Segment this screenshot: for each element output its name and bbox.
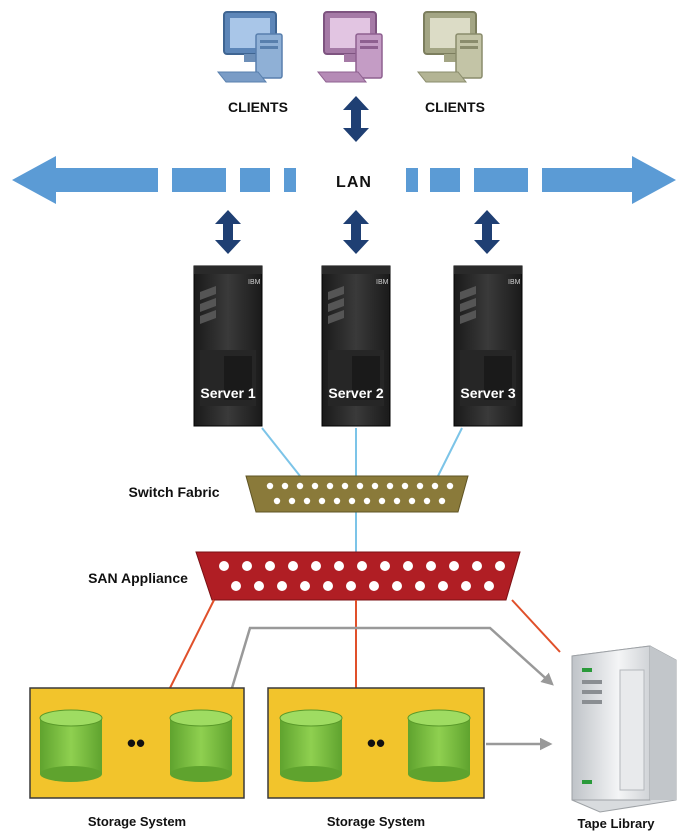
tape-library-label: Tape Library — [577, 816, 655, 831]
backup-paths — [230, 626, 554, 751]
ibm-logo: IBM — [508, 279, 521, 286]
client-computer-3 — [416, 11, 483, 83]
client-computer-2 — [316, 11, 383, 83]
clients-label-left: CLIENTS — [228, 99, 288, 115]
disk-icon — [169, 709, 233, 782]
lan-label: LAN — [336, 174, 372, 191]
server-label: Server 1 — [200, 385, 255, 401]
server-1: IBM Server 1 — [193, 265, 263, 427]
double-arrow-icon — [343, 210, 369, 254]
switch-fabric-label: Switch Fabric — [128, 484, 219, 500]
disk-separator: •• — [127, 728, 145, 758]
san-appliance-label: SAN Appliance — [88, 570, 188, 586]
server-tower-icon: IBM — [193, 265, 263, 427]
server-tower-icon: IBM — [453, 265, 523, 427]
storage-system-label: Storage System — [88, 814, 186, 829]
disk-icon — [407, 709, 471, 782]
disk-separator: •• — [367, 728, 385, 758]
disk-icon — [39, 709, 103, 782]
double-arrow-icon — [215, 210, 241, 254]
ibm-logo: IBM — [248, 279, 261, 286]
double-arrow-icon — [474, 210, 500, 254]
san-links — [169, 599, 561, 689]
server-label: Server 2 — [328, 385, 383, 401]
tape-library — [571, 645, 677, 813]
server-tower-icon: IBM — [321, 265, 391, 427]
monitor-icon — [416, 11, 483, 83]
disk-icon — [279, 709, 343, 782]
double-arrow-icon — [343, 96, 369, 142]
storage-system-2: •• — [267, 687, 485, 799]
server-label: Server 3 — [460, 385, 515, 401]
ibm-logo: IBM — [376, 279, 389, 286]
clients-label-right: CLIENTS — [425, 99, 485, 115]
client-computer-1 — [216, 11, 283, 83]
san-appliance-connector — [195, 551, 521, 601]
switch-fabric-connector — [245, 475, 469, 513]
tape-library-icon — [571, 645, 677, 813]
monitor-icon — [216, 11, 283, 83]
server-2: IBM Server 2 — [321, 265, 391, 427]
lan-backbone — [12, 156, 676, 204]
storage-system-1: •• — [29, 687, 245, 799]
monitor-icon — [316, 11, 383, 83]
server-3: IBM Server 3 — [453, 265, 523, 427]
fiber-links — [261, 427, 463, 552]
storage-system-label: Storage System — [327, 814, 425, 829]
